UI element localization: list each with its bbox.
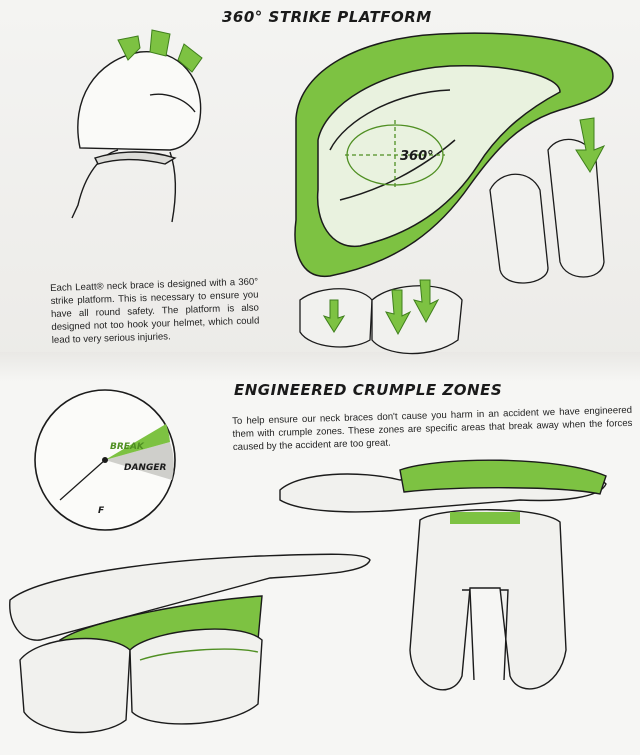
section-divider [0,352,640,382]
break-gauge [34,389,176,531]
brace-rear-view-right [279,459,607,691]
gauge-force-label: F [98,506,105,516]
helmet-rider-sketch [71,51,202,223]
brace-front-pads [299,285,463,355]
section2-title: ENGINEERED CRUMPLE ZONES [234,381,503,399]
brace-strike-platform [294,32,614,277]
rotation-indicator [345,120,445,190]
brace-back-pads [489,138,605,284]
gauge-break-label: BREAK [110,442,145,452]
brace-side-view-left [9,553,371,734]
rotation-badge: 360° [400,149,434,164]
gauge-danger-label: DANGER [124,463,167,473]
helmet-impact-arrows [117,29,203,73]
section1-paragraph: Each Leatt® neck brace is designed with … [50,276,260,346]
downward-force-arrows [322,117,606,336]
section1-title: 360° STRIKE PLATFORM [222,8,432,26]
